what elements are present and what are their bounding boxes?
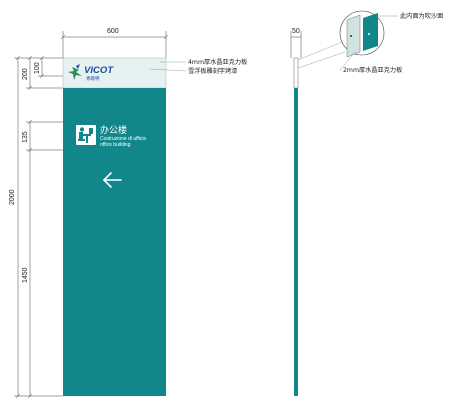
note-foam-board: 雪浮板雕刻字烤漆 bbox=[188, 67, 238, 75]
title-italian: Costruzione di ufficio bbox=[100, 136, 147, 142]
note-acrylic-4mm: 4mm厚水晶亚克力板 bbox=[188, 58, 247, 66]
note-sandblast: 此内面为吹沙面 bbox=[400, 12, 443, 20]
height-135-label: 135 bbox=[22, 131, 29, 143]
height-200-label: 200 bbox=[22, 68, 29, 80]
front-annotations: 4mm厚水晶亚克力板 雪浮板雕刻字烤漆 bbox=[149, 58, 247, 75]
side-top-cap bbox=[293, 57, 299, 89]
height-dimensions: 2000 200 100 135 1450 bbox=[9, 55, 63, 399]
detail-acrylic-back bbox=[363, 13, 378, 51]
left-arrow-icon bbox=[102, 172, 122, 188]
logo-text: VICOT bbox=[84, 65, 114, 76]
note-acrylic-2mm: 2mm厚水晶亚克力板 bbox=[343, 66, 402, 74]
height-100-label: 100 bbox=[34, 62, 41, 74]
title-cn: 办公楼 bbox=[100, 124, 127, 136]
side-body bbox=[294, 88, 298, 396]
side-width-label: 50 bbox=[292, 28, 300, 35]
logo-cn-text: 青蛾特 bbox=[86, 75, 100, 82]
title-english: office building bbox=[100, 142, 131, 148]
logo-strip bbox=[62, 57, 167, 89]
office-worker-icon bbox=[76, 125, 96, 145]
overall-height-label: 2000 bbox=[9, 189, 16, 205]
side-view: 50 此内面为吹沙面 2mm厚水晶亚克力板 bbox=[290, 10, 443, 396]
height-1450-label: 1450 bbox=[22, 267, 29, 283]
width-label: 600 bbox=[107, 28, 119, 35]
front-sign-panel: VICOT 青蛾特 办公楼 Costruzione di ufficio off… bbox=[62, 57, 167, 396]
width-dimension: 600 bbox=[60, 28, 169, 58]
vicot-logo: VICOT 青蛾特 bbox=[68, 64, 114, 82]
detail-acrylic-front bbox=[346, 14, 361, 58]
